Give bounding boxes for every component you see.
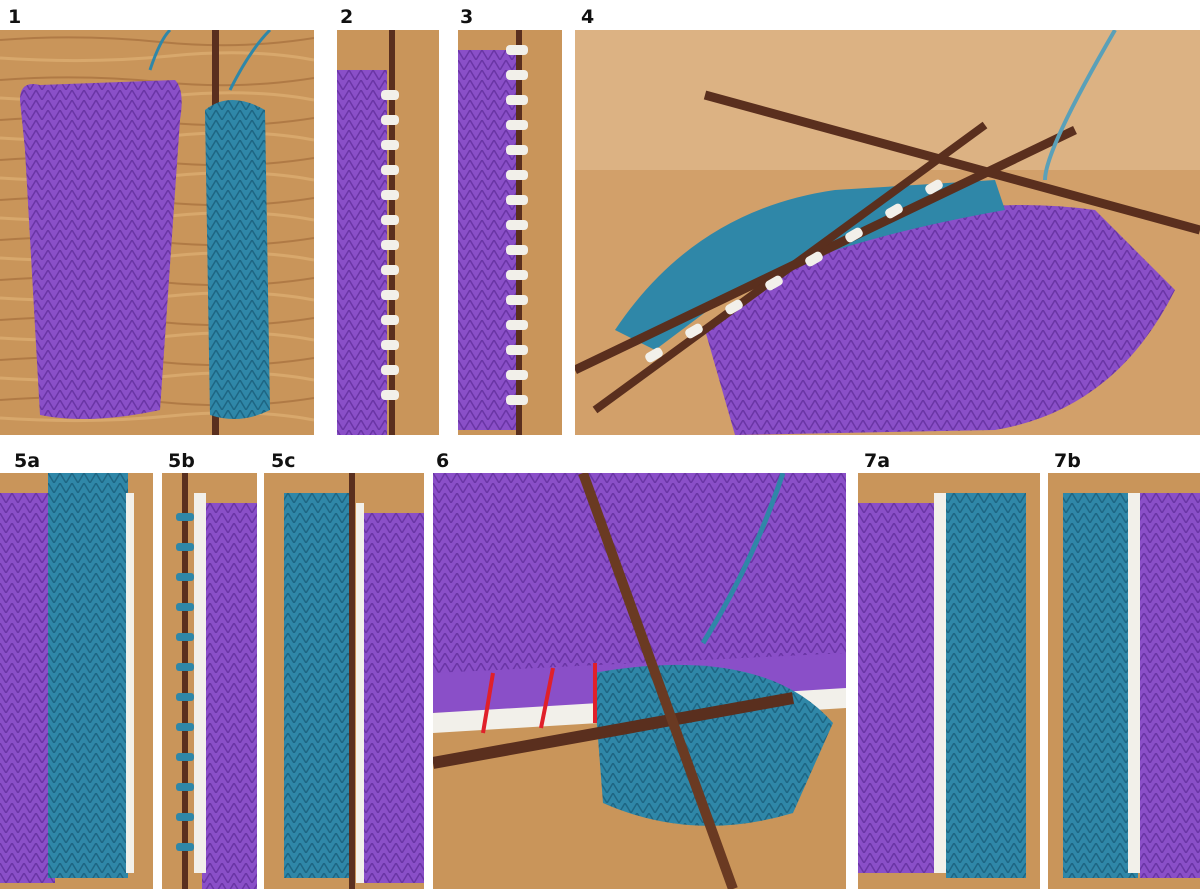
panel-label-5a: 5a [14,450,41,472]
panel-label-5b: 5b [168,450,195,472]
panel-label-4: 4 [581,6,595,28]
photo-panel-2 [337,30,439,435]
panel-label-3: 3 [460,6,474,28]
photo-panel-5b [162,473,257,889]
panel-label-5c: 5c [271,450,296,472]
panel-label-1: 1 [8,6,22,28]
panel-label-2: 2 [340,6,354,28]
photo-panel-6 [433,473,846,889]
panel-label-6: 6 [436,450,450,472]
photo-panel-3 [458,30,562,435]
photo-panel-5a [0,473,153,889]
photo-panel-4 [575,30,1200,435]
panel-label-7a: 7a [864,450,891,472]
photo-panel-1 [0,30,314,435]
photo-panel-7b [1048,473,1200,889]
photo-panel-5c [264,473,424,889]
panel-label-7b: 7b [1054,450,1081,472]
photo-panel-7a [858,473,1040,889]
